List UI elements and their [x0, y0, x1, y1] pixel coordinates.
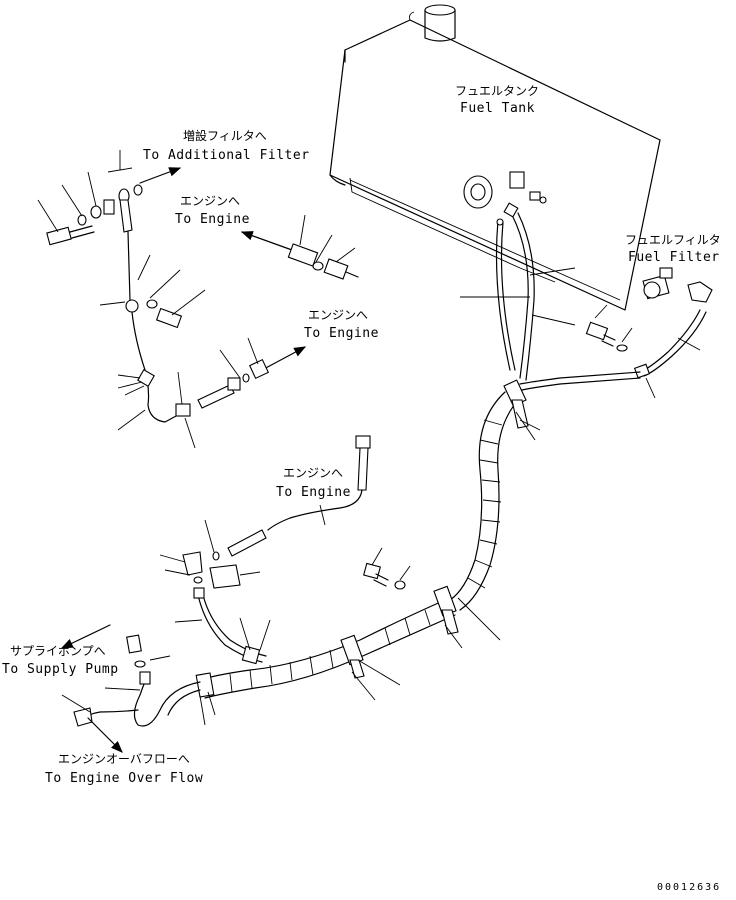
- to-engine-3-label-jp: エンジンへ: [283, 466, 343, 480]
- fuel-filter-label-jp: フュエルフィルタ: [625, 233, 721, 247]
- fuel-tank-label-en: Fuel Tank: [460, 101, 535, 116]
- additional-filter-parts: [37, 150, 206, 449]
- fuel-filter: [585, 267, 713, 399]
- to-engine-2-arrow: [261, 346, 307, 371]
- drawing-number: 00012636: [657, 882, 721, 893]
- to-engine-1-arrow: [240, 231, 293, 251]
- to-supply-pump-arrow: [60, 624, 111, 649]
- to-engine-overflow-arrow: [87, 717, 123, 753]
- engine-overflow-label-jp: エンジンオーバフローへ: [58, 752, 190, 766]
- additional-filter-label-jp: 増設フィルタへ: [183, 128, 267, 143]
- to-engine-2-label-jp: エンジンへ: [308, 308, 368, 322]
- tank-hoses: [460, 202, 576, 381]
- engine-overflow-label-en: To Engine Over Flow: [45, 771, 203, 786]
- to-engine-1-label-jp: エンジンへ: [180, 194, 240, 208]
- to-engine-1-label-en: To Engine: [175, 212, 250, 227]
- to-additional-filter-arrow: [139, 167, 182, 184]
- fuel-tank-label-jp: フュエルタンク: [455, 84, 539, 98]
- additional-filter-label-en: To Additional Filter: [143, 148, 310, 163]
- supply-pump-parts: [61, 551, 271, 727]
- engine-1-parts: [287, 214, 359, 280]
- engine-2-parts: [197, 337, 270, 409]
- main-hose-bundle: [195, 379, 541, 726]
- to-engine-3-label-en: To Engine: [276, 485, 351, 500]
- supply-pump-label-jp: サプライポンプへ: [10, 644, 106, 658]
- supply-pump-label-en: To Supply Pump: [2, 662, 119, 677]
- engine-3-parts: [204, 435, 371, 561]
- fuel-tank: [329, 4, 661, 311]
- fuel-filter-label-en: Fuel Filter: [628, 250, 720, 265]
- to-engine-2-label-en: To Engine: [304, 326, 379, 341]
